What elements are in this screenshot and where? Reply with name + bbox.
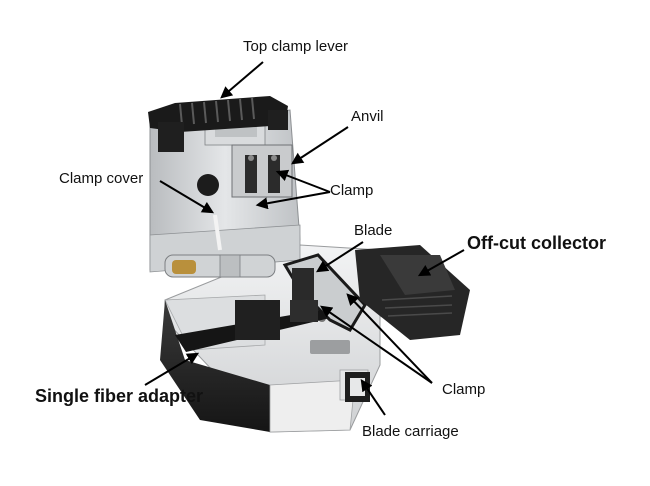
leader-arrows — [144, 61, 465, 416]
arrow-clamp-upper-b — [255, 191, 331, 210]
arrow-anvil — [290, 126, 349, 165]
label-single-fiber-adapter: Single fiber adapter — [35, 386, 204, 406]
label-top-clamp-lever: Top clamp lever — [243, 38, 349, 55]
top-clamp-lever — [148, 96, 288, 152]
arrow-blade — [315, 241, 364, 273]
arrow-clamp-lower-b — [320, 305, 433, 384]
arrow-single-fiber-adapter — [144, 352, 200, 386]
arrow-clamp-cover — [159, 180, 215, 214]
hinge-pin — [164, 254, 276, 278]
arrow-blade-carriage — [360, 379, 386, 416]
label-offcut-collector: Off-cut collector — [467, 233, 607, 253]
label-blade: Blade — [354, 222, 393, 239]
anvil-assembly — [231, 144, 293, 198]
arrow-clamp-upper-a — [275, 169, 331, 193]
arrow-clamp-lower-a — [346, 293, 433, 384]
arrow-offcut-collector — [417, 249, 465, 277]
single-fiber-adapter-body — [175, 300, 350, 354]
arrow-top-clamp-lever — [220, 61, 264, 99]
label-clamp-cover: Clamp cover — [59, 170, 144, 187]
label-anvil: Anvil — [351, 108, 384, 125]
label-clamp-upper: Clamp — [330, 182, 374, 199]
label-clamp-lower: Clamp — [442, 381, 486, 398]
label-blade-carriage: Blade carriage — [362, 423, 459, 440]
